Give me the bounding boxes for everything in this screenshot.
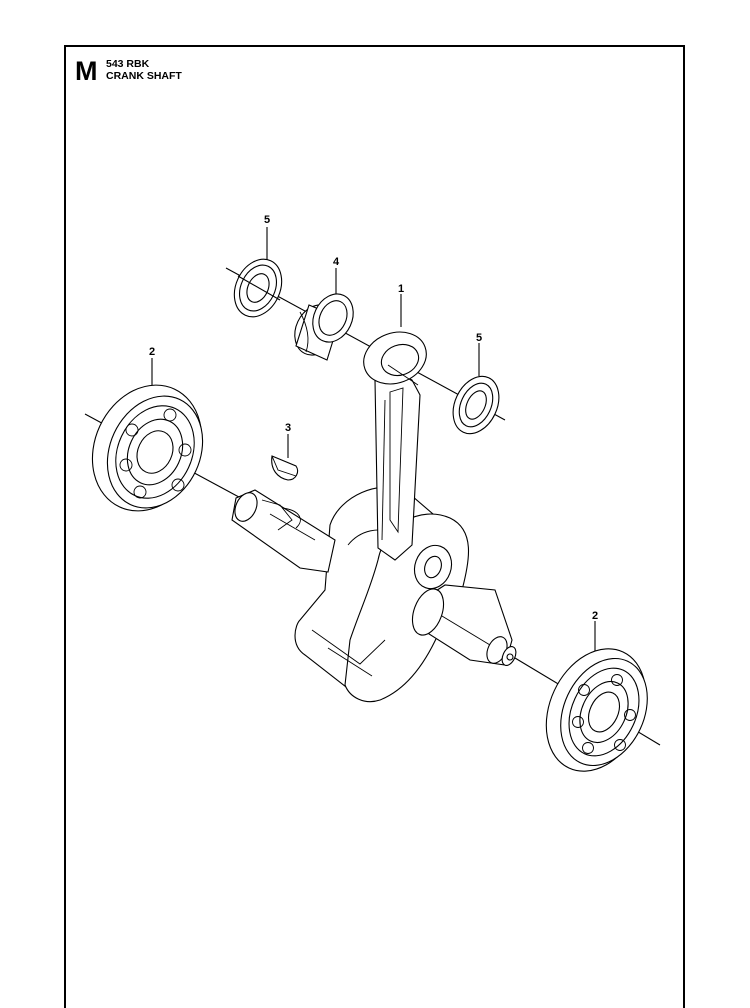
shaft-left <box>231 489 336 573</box>
ball-bearing-right <box>545 648 648 772</box>
shaft-right <box>411 584 517 666</box>
drawing-frame <box>64 45 685 1008</box>
callout-bearing-right: 2 <box>591 610 599 622</box>
callout-key: 3 <box>284 422 292 434</box>
callout-seal-top: 5 <box>263 214 271 226</box>
diagram-title: CRANK SHAFT <box>106 70 182 82</box>
ball-bearing-left <box>91 384 204 512</box>
callout-connecting-rod: 1 <box>397 283 405 295</box>
model-label: 543 RBK <box>106 58 150 70</box>
woodruff-key <box>271 455 299 481</box>
callout-needle-bearing: 4 <box>332 256 340 268</box>
seal-top <box>233 258 283 318</box>
callout-bearing-left: 2 <box>148 346 156 358</box>
section-letter: M <box>75 56 98 86</box>
crankshaft <box>294 486 469 703</box>
connecting-rod <box>363 331 427 561</box>
callout-seal-right: 5 <box>475 332 483 344</box>
needle-bearing <box>294 293 354 361</box>
seal-right <box>452 375 500 435</box>
